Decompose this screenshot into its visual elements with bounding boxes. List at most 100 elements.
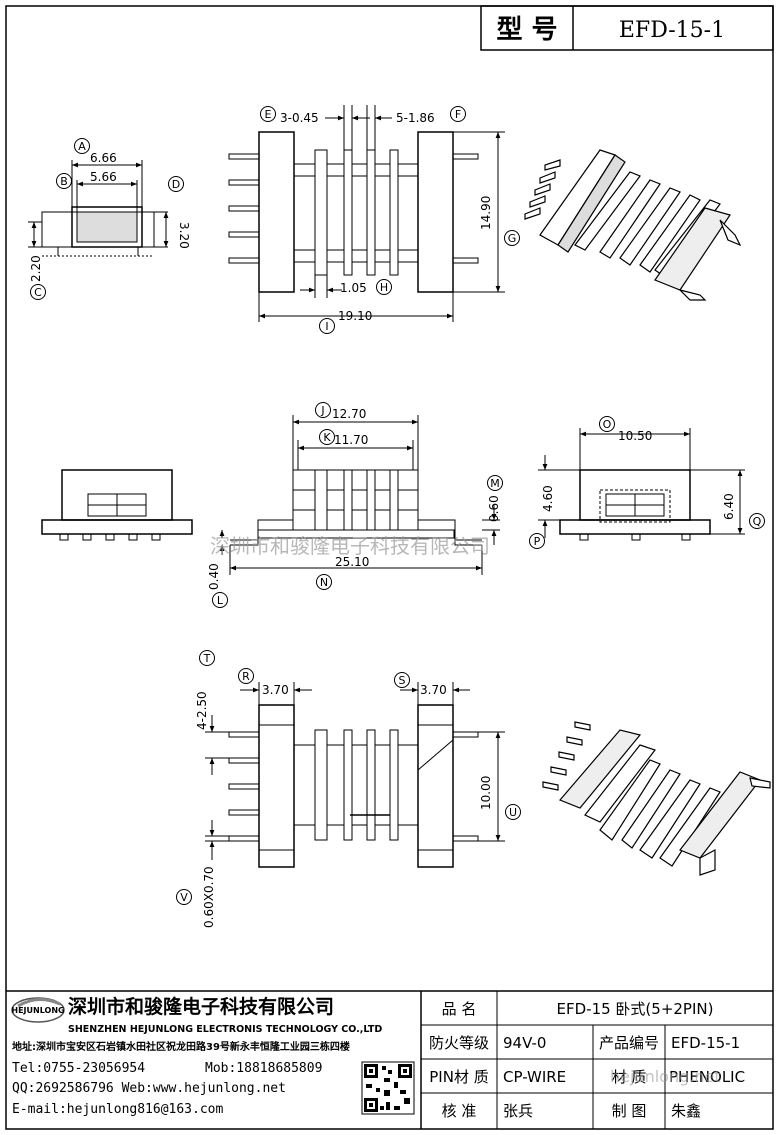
marker-B: B bbox=[56, 173, 72, 189]
svg-text:S: S bbox=[399, 674, 406, 687]
flame-label: 防火等级 bbox=[429, 1034, 489, 1052]
top-view-labels: 3-0.45 5-1.86 14.90 1.05 19.10 bbox=[280, 111, 493, 323]
dim-3-0-45: 3-0.45 bbox=[280, 111, 319, 125]
svg-text:V: V bbox=[180, 891, 188, 904]
dim-5-1-86: 5-1.86 bbox=[396, 111, 435, 125]
bottom-left-pins bbox=[228, 731, 260, 842]
pin-material-value: CP-WIRE bbox=[503, 1068, 566, 1086]
marker-H: H bbox=[376, 279, 392, 295]
footer-tel: Tel:0755-23056954 bbox=[12, 1061, 145, 1076]
dim-25-10: 25.10 bbox=[335, 555, 369, 569]
qr-code bbox=[361, 1061, 415, 1115]
svg-text:O: O bbox=[603, 418, 612, 431]
marker-F: F bbox=[450, 106, 466, 122]
flame-value: 94V-0 bbox=[503, 1034, 546, 1052]
side-view-right bbox=[538, 428, 745, 541]
dim-4-2-50: 4-2.50 bbox=[195, 691, 209, 730]
dim-14-90: 14.90 bbox=[479, 196, 493, 230]
svg-text:D: D bbox=[172, 178, 180, 191]
dim-3-70-right: 3.70 bbox=[420, 683, 447, 697]
marker-I: I bbox=[319, 318, 335, 334]
material-label: 材 质 bbox=[612, 1068, 647, 1086]
bottom-right-pins bbox=[452, 731, 479, 842]
draw-label: 制 图 bbox=[612, 1102, 647, 1120]
isometric-view-bottom bbox=[542, 721, 771, 876]
footer-title-block bbox=[6, 990, 773, 1129]
side-view-pins bbox=[59, 533, 161, 541]
svg-text:B: B bbox=[60, 175, 68, 188]
svg-text:J: J bbox=[320, 404, 324, 417]
marker-G: G bbox=[504, 230, 520, 246]
product-name-value: EFD-15 卧式(5+2PIN) bbox=[557, 1000, 714, 1018]
marker-M: M bbox=[487, 475, 503, 491]
dim-5-66: 5.66 bbox=[90, 170, 117, 184]
dim-0-40: 0.40 bbox=[207, 563, 221, 590]
check-label: 核 准 bbox=[442, 1102, 477, 1120]
dim-10-00: 10.00 bbox=[479, 776, 493, 810]
svg-text:M: M bbox=[490, 477, 500, 490]
company-logo: HEJUNLONG bbox=[11, 997, 65, 1023]
marker-V: V bbox=[176, 889, 192, 905]
watermark-company: 深圳市和骏隆电子科技有限公司 bbox=[210, 534, 490, 558]
svg-text:H: H bbox=[380, 281, 388, 294]
svg-text:T: T bbox=[203, 652, 211, 665]
svg-text:N: N bbox=[320, 576, 328, 589]
footer-address: 地址:深圳市宝安区石岩镇水田社区祝龙田路39号新永丰恒隆工业园三栋四楼 bbox=[12, 1040, 350, 1053]
svg-text:A: A bbox=[78, 140, 86, 153]
dim-3-70-left: 3.70 bbox=[262, 683, 289, 697]
isometric-view-top bbox=[524, 149, 742, 301]
dim-1-05: 1.05 bbox=[340, 281, 367, 295]
marker-Q: Q bbox=[749, 513, 765, 529]
watermark-site: hejunlong.net bbox=[610, 1067, 721, 1086]
title-header: 型 号 EFD-15-1 bbox=[480, 5, 774, 51]
marker-N: N bbox=[316, 574, 332, 590]
end-view-labels: 6.66 5.66 3.20 2.20 bbox=[29, 151, 191, 282]
marker-S: S bbox=[394, 672, 410, 688]
svg-text:F: F bbox=[455, 108, 461, 121]
check-value: 张兵 bbox=[503, 1102, 533, 1120]
pin-material-label: PIN材 质 bbox=[429, 1068, 488, 1086]
marker-O: O bbox=[599, 416, 615, 432]
dim-4-60: 4.60 bbox=[541, 485, 555, 512]
dim-10-50: 10.50 bbox=[618, 429, 652, 443]
bottom-view-labels: 3.70 3.70 10.00 4-2.50 0.60X0.70 bbox=[195, 683, 493, 928]
footer-company-cn: 深圳市和骏隆电子科技有限公司 bbox=[68, 995, 334, 1018]
model-label: 型 号 bbox=[496, 15, 557, 45]
dim-0-60: 0.60 bbox=[487, 495, 501, 522]
dim-0-60x0-70: 0.60X0.70 bbox=[202, 866, 216, 928]
bottom-view-bobbin bbox=[205, 682, 505, 868]
svg-text:L: L bbox=[217, 594, 224, 607]
svg-text:U: U bbox=[509, 806, 517, 819]
footer-qq-web: QQ:2692586796 Web:www.hejunlong.net bbox=[12, 1081, 286, 1096]
product-name-label: 品 名 bbox=[442, 1000, 477, 1018]
dim-2-20: 2.20 bbox=[29, 255, 43, 282]
right-view-labels: 10.50 4.60 6.40 bbox=[541, 429, 736, 520]
svg-text:C: C bbox=[34, 286, 42, 299]
svg-text:E: E bbox=[265, 108, 272, 121]
marker-L: L bbox=[212, 592, 228, 608]
svg-text:Q: Q bbox=[753, 515, 762, 528]
draw-value: 朱鑫 bbox=[671, 1102, 701, 1120]
dim-12-70: 12.70 bbox=[332, 407, 366, 421]
marker-E: E bbox=[260, 106, 276, 122]
marker-R: R bbox=[238, 668, 254, 684]
dim-3-20: 3.20 bbox=[177, 222, 191, 249]
svg-text:K: K bbox=[323, 431, 331, 444]
dimension-markers: A B C D E F G H I J K L M N O P Q R S T … bbox=[30, 106, 765, 905]
dim-6-66: 6.66 bbox=[90, 151, 117, 165]
marker-U: U bbox=[505, 804, 521, 820]
dim-19-10: 19.10 bbox=[338, 309, 372, 323]
model-value: EFD-15-1 bbox=[619, 18, 725, 43]
marker-J: J bbox=[315, 402, 331, 418]
marker-D: D bbox=[168, 176, 184, 192]
spec-table: 品 名 EFD-15 卧式(5+2PIN) 防火等级 94V-0 产品编号 EF… bbox=[429, 1000, 745, 1120]
code-value: EFD-15-1 bbox=[671, 1034, 740, 1052]
sheet-border bbox=[5, 5, 774, 1130]
left-pins bbox=[228, 153, 260, 264]
svg-text:R: R bbox=[242, 670, 250, 683]
svg-text:P: P bbox=[534, 535, 541, 548]
dim-11-70: 11.70 bbox=[334, 433, 368, 447]
footer-company-en: SHENZHEN HEJUNLONG ELECTRONIS TECHNOLOGY… bbox=[68, 1024, 382, 1035]
svg-text:I: I bbox=[325, 320, 328, 333]
